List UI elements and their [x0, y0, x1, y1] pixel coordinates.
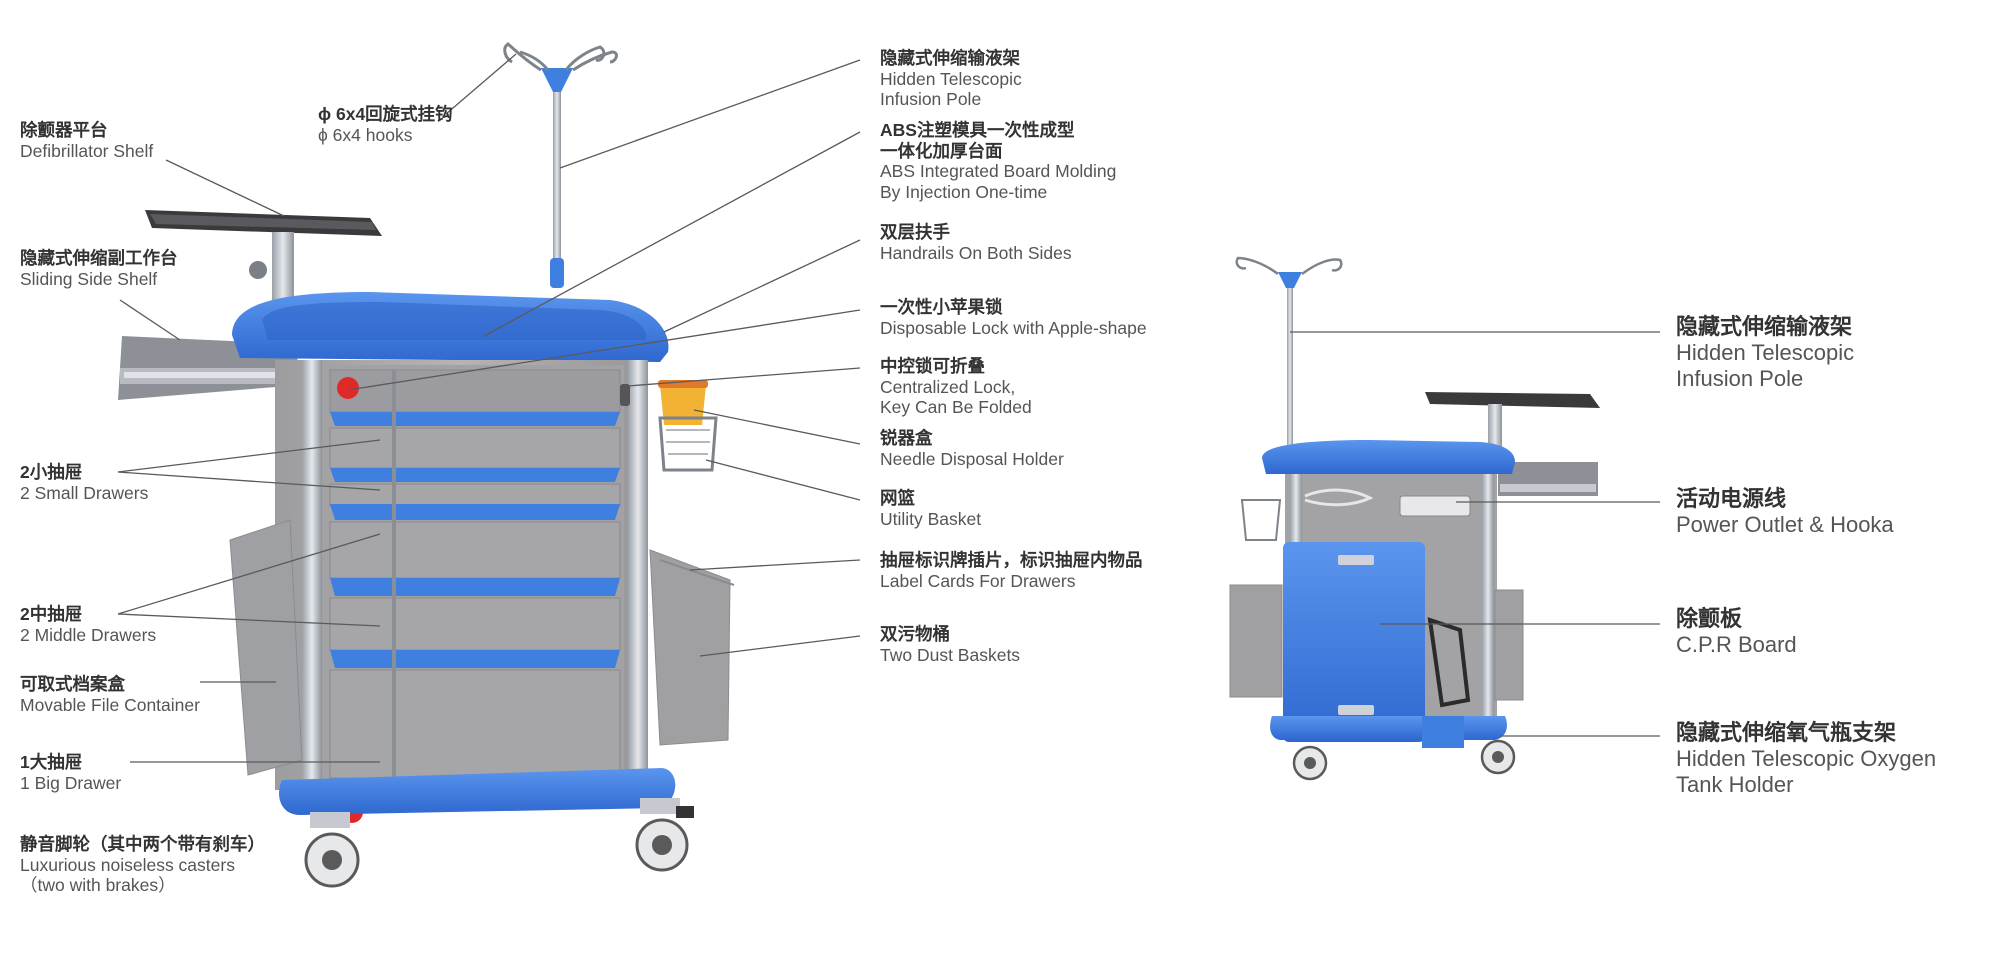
label-cn: 除颤板	[1676, 606, 1743, 631]
label-utility-basket: 网篮 Utility Basket	[880, 488, 981, 529]
rear-side-items	[1229, 499, 1524, 708]
label-rear-power-outlet: 活动电源线 Power Outlet & Hooka	[1676, 486, 1894, 538]
infusion-pole	[503, 42, 618, 288]
rear-infusion-pole	[1235, 256, 1343, 445]
label-apple-lock: 一次性小苹果锁 Disposable Lock with Apple-shape	[880, 297, 1147, 338]
label-cn: 锐器盒	[880, 428, 933, 448]
label-cn: 双污物桶	[880, 624, 950, 644]
label-en: Key Can Be Folded	[880, 397, 1032, 417]
label-cn: 中控锁可折叠	[880, 356, 985, 376]
label-en: By Injection One-time	[880, 181, 1048, 202]
label-cn: 可取式档案盒	[20, 674, 125, 694]
label-dust-baskets: 双污物桶 Two Dust Baskets	[880, 624, 1020, 665]
label-needle-holder: 锐器盒 Needle Disposal Holder	[880, 428, 1064, 469]
label-en: Power Outlet & Hooka	[1676, 512, 1894, 537]
label-en: Infusion Pole	[1676, 366, 1804, 391]
label-rear-infusion-pole: 隐藏式伸缩输液架 Hidden Telescopic Infusion Pole	[1676, 314, 1854, 392]
label-rear-cpr-board: 除颤板 C.P.R Board	[1676, 606, 1797, 658]
label-en: Needle Disposal Holder	[880, 448, 1064, 469]
label-en: Handrails On Both Sides	[880, 242, 1072, 263]
main-cart	[118, 42, 735, 888]
label-label-cards: 抽屉标识牌插片，标识抽屉内物品 Label Cards For Drawers	[880, 550, 1143, 591]
label-hooks: ϕ 6x4回旋式挂钩 ϕ 6x4 hooks	[318, 104, 453, 145]
label-en: 2 Middle Drawers	[20, 624, 157, 645]
label-en: Two Dust Baskets	[880, 644, 1021, 665]
label-cn: 隐藏式伸缩输液架	[880, 48, 1020, 68]
file-container	[229, 519, 303, 776]
label-abs-board: ABS注塑模具一次性成型 一体化加厚台面 ABS Integrated Boar…	[880, 120, 1116, 202]
leader-lines	[117, 53, 1660, 763]
label-cn: 一次性小苹果锁	[880, 297, 1003, 317]
label-en: Disposable Lock with Apple-shape	[880, 317, 1147, 338]
label-en: Label Cards For Drawers	[880, 570, 1076, 591]
defibrillator-shelf	[145, 210, 382, 312]
label-en: Hidden Telescopic	[880, 68, 1022, 89]
label-en: Luxurious noiseless casters	[20, 854, 235, 875]
label-cn: 双层扶手	[880, 222, 950, 242]
casters	[304, 798, 694, 888]
label-en: ABS Integrated Board Molding	[880, 161, 1117, 181]
label-en: Centralized Lock,	[880, 376, 1016, 397]
label-en: Hidden Telescopic	[1676, 340, 1855, 365]
label-en: Defibrillator Shelf	[20, 140, 154, 161]
label-cn: 静音脚轮（其中两个带有刹车）	[20, 834, 265, 854]
label-en: C.P.R Board	[1676, 632, 1797, 657]
label-en: 2 Small Drawers	[20, 482, 149, 503]
label-cn: ABS注塑模具一次性成型 一体化加厚台面	[880, 120, 1075, 161]
top-tray	[232, 292, 669, 362]
drawers	[329, 369, 621, 779]
label-sliding-side-shelf: 隐藏式伸缩副工作台 Sliding Side Shelf	[20, 248, 178, 289]
label-cn: ϕ 6x4回旋式挂钩	[318, 104, 453, 124]
label-cn: 除颤器平台	[20, 120, 108, 140]
label-big-drawer: 1大抽屉 1 Big Drawer	[20, 752, 121, 793]
label-en: Sliding Side Shelf	[20, 268, 158, 289]
rear-base	[1270, 716, 1516, 781]
label-en: Movable File Container	[20, 694, 200, 715]
label-infusion-pole: 隐藏式伸缩输液架 Hidden Telescopic Infusion Pole	[880, 48, 1022, 110]
rear-cpr-board	[1283, 542, 1425, 742]
needle-holder-and-basket	[658, 380, 718, 472]
label-cn: 网篮	[880, 488, 915, 508]
label-cn: 1大抽屉	[20, 752, 83, 772]
label-en: 1 Big Drawer	[20, 772, 122, 793]
label-small-drawers: 2小抽屉 2 Small Drawers	[20, 462, 148, 503]
label-casters: 静音脚轮（其中两个带有刹车） Luxurious noiseless caste…	[20, 834, 265, 896]
label-file-container: 可取式档案盒 Movable File Container	[20, 674, 200, 715]
label-defibrillator-shelf: 除颤器平台 Defibrillator Shelf	[20, 120, 153, 161]
label-cn: 隐藏式伸缩氧气瓶支架	[1676, 720, 1897, 745]
label-en: （two with brakes）	[20, 875, 176, 895]
label-cn: 活动电源线	[1676, 486, 1787, 511]
label-cn: 2中抽屉	[20, 604, 83, 624]
label-middle-drawers: 2中抽屉 2 Middle Drawers	[20, 604, 156, 645]
label-cn: 2小抽屉	[20, 462, 83, 482]
label-en: Hidden Telescopic Oxygen	[1676, 746, 1937, 771]
base-bumper	[279, 768, 676, 815]
label-handrails: 双层扶手 Handrails On Both Sides	[880, 222, 1072, 263]
label-cn: 隐藏式伸缩输液架	[1676, 314, 1853, 339]
rear-cart	[1229, 256, 1600, 781]
label-en: Utility Basket	[880, 508, 982, 529]
label-central-lock: 中控锁可折叠 Centralized Lock, Key Can Be Fold…	[880, 356, 1032, 418]
label-en: Tank Holder	[1676, 772, 1794, 797]
label-en: ϕ 6x4 hooks	[318, 124, 413, 145]
rear-top-tray	[1262, 440, 1515, 474]
label-cn: 隐藏式伸缩副工作台	[20, 248, 178, 268]
dust-baskets	[649, 549, 735, 746]
label-rear-oxygen-holder: 隐藏式伸缩氧气瓶支架 Hidden Telescopic Oxygen Tank…	[1676, 720, 1936, 798]
label-en: Infusion Pole	[880, 89, 982, 109]
label-cn: 抽屉标识牌插片，标识抽屉内物品	[880, 550, 1143, 570]
